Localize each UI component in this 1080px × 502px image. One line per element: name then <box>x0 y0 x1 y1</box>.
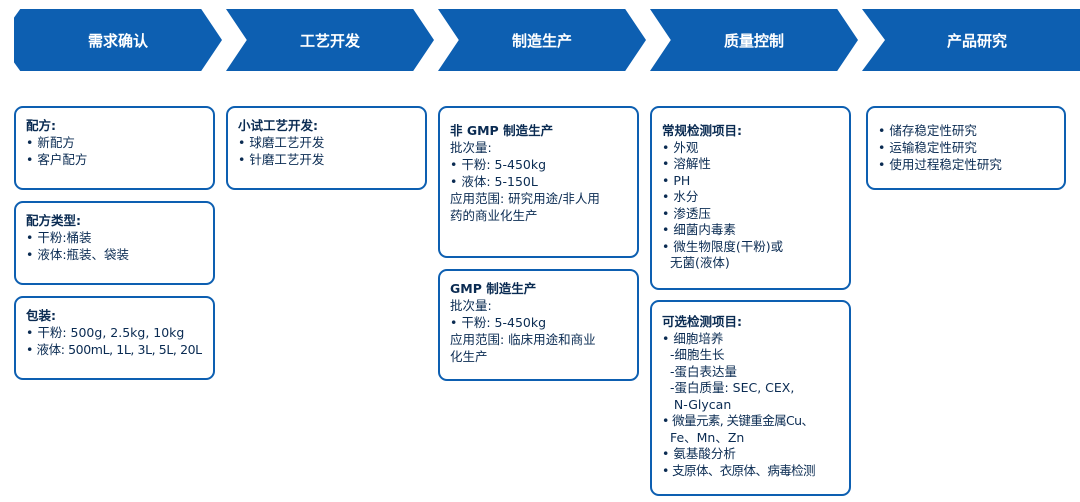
box-title: GMP 制造生产 <box>450 281 537 296</box>
stage-manufacturing: 制造生产 <box>438 9 646 71</box>
box-line: • 细胞培养 <box>662 330 724 346</box>
box-line: • 干粉:桶装 <box>26 230 92 245</box>
box-line: • PH <box>662 172 691 188</box>
box-line: • 储存稳定性研究 <box>878 123 977 138</box>
box-line: 无菌(液体) <box>662 255 730 270</box>
box-line: • 客户配方 <box>26 152 88 167</box>
box-line: • 针磨工艺开发 <box>238 152 325 167</box>
box-line: 批次量: <box>450 298 492 313</box>
box-line: -蛋白质量: SEC, CEX, <box>662 380 795 395</box>
box-line: • 外观 <box>662 139 699 155</box>
box-line: 化生产 <box>450 349 488 364</box>
box-line: 应用范围: 研究用途/非人用 <box>450 191 600 206</box>
box-line: • 运输稳定性研究 <box>878 140 977 155</box>
box-title: 配方类型: <box>26 213 81 228</box>
box-line: • 微量元素, 关键重金属Cu、 <box>662 413 814 428</box>
box-line: • 液体:瓶装、袋装 <box>26 247 130 262</box>
box-line: -蛋白表达量 <box>662 363 737 379</box>
box-line: • 细菌内毒素 <box>662 222 736 237</box>
stage-label: 质量控制 <box>723 31 784 50</box>
stage-label: 产品研究 <box>946 31 1007 50</box>
requirement-packaging-box: 包装: • 干粉: 500g, 2.5kg, 10kg • 液体: 500mL,… <box>14 296 215 380</box>
product-research-box: • 储存稳定性研究 • 运输稳定性研究 • 使用过程稳定性研究 <box>866 106 1066 190</box>
box-line: • 微生物限度(干粉)或 <box>662 238 784 254</box>
box-line: • 新配方 <box>26 135 75 150</box>
stage-label: 需求确认 <box>87 31 148 50</box>
box-line: • 干粉: 5-450kg <box>450 157 547 172</box>
box-line: • 干粉: 500g, 2.5kg, 10kg <box>26 325 185 340</box>
quality-control-optional-box: 可选检测项目: • 细胞培养 -细胞生长 -蛋白表达量 -蛋白质量: SEC, … <box>650 300 851 496</box>
manufacturing-gmp-box: GMP 制造生产 批次量: • 干粉: 5-450kg 应用范围: 临床用途和商… <box>438 269 639 381</box>
box-line: 药的商业化生产 <box>450 208 538 223</box>
box-line: • 球磨工艺开发 <box>238 135 325 150</box>
stage-requirement: 需求确认 <box>14 9 222 71</box>
box-line: • 氨基酸分析 <box>662 446 736 461</box>
box-title: 配方: <box>26 118 56 133</box>
box-line: • 渗透压 <box>662 205 711 221</box>
box-line: • 支原体、衣原体、病毒检测 <box>662 462 816 478</box>
requirement-formula-box: 配方: • 新配方 • 客户配方 <box>14 106 215 190</box>
process-development-box: 小试工艺开发: • 球磨工艺开发 • 针磨工艺开发 <box>226 106 427 190</box>
box-line: N-Glycan <box>662 396 732 412</box>
box-line: -细胞生长 <box>662 347 725 362</box>
box-line: • 使用过程稳定性研究 <box>878 157 1002 172</box>
box-line: • 水分 <box>662 189 699 204</box>
requirement-formula-type-box: 配方类型: • 干粉:桶装 • 液体:瓶装、袋装 <box>14 201 215 285</box>
box-line: Fe、Mn、Zn <box>662 429 745 445</box>
box-line: • 液体: 5-150L <box>450 174 538 189</box>
stage-process-development: 工艺开发 <box>226 9 434 71</box>
stage-label: 制造生产 <box>511 31 572 50</box>
box-line: • 溶解性 <box>662 156 711 171</box>
stage-label: 工艺开发 <box>299 31 360 50</box>
box-title: 可选检测项目: <box>662 314 742 329</box>
box-title: 非 GMP 制造生产 <box>450 123 554 138</box>
box-line: • 干粉: 5-450kg <box>450 315 547 330</box>
box-title: 常规检测项目: <box>662 123 742 138</box>
stage-product-research: 产品研究 <box>862 9 1080 71</box>
box-line: 应用范围: 临床用途和商业 <box>450 332 596 347</box>
box-title: 包装: <box>26 308 56 323</box>
stage-quality-control: 质量控制 <box>650 9 858 71</box>
box-line: • 液体: 500mL, 1L, 3L, 5L, 20L <box>26 342 202 357</box>
quality-control-routine-box: 常规检测项目: • 外观 • 溶解性 • PH • 水分 • 渗透压 • 细菌内… <box>650 106 851 290</box>
manufacturing-non-gmp-box: 非 GMP 制造生产 批次量: • 干粉: 5-450kg • 液体: 5-15… <box>438 106 639 258</box>
box-line: 批次量: <box>450 140 492 155</box>
box-title: 小试工艺开发: <box>238 118 318 133</box>
